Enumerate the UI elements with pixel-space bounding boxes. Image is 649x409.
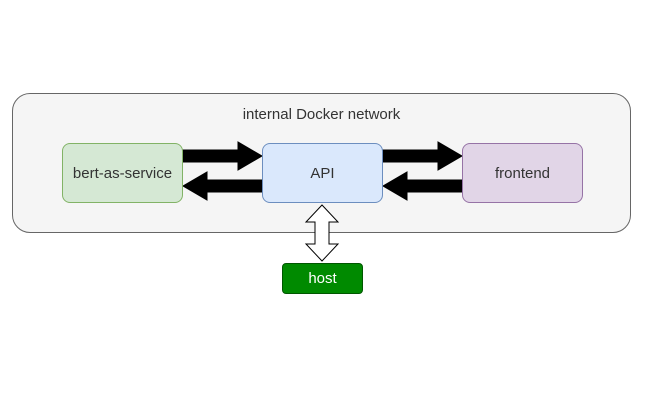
network-label: internal Docker network bbox=[242, 106, 401, 123]
api-node: API bbox=[262, 143, 383, 203]
bert-as-service-node: bert-as-service bbox=[62, 143, 183, 203]
frontend-node: frontend bbox=[462, 143, 583, 203]
host-node: host bbox=[282, 263, 363, 294]
